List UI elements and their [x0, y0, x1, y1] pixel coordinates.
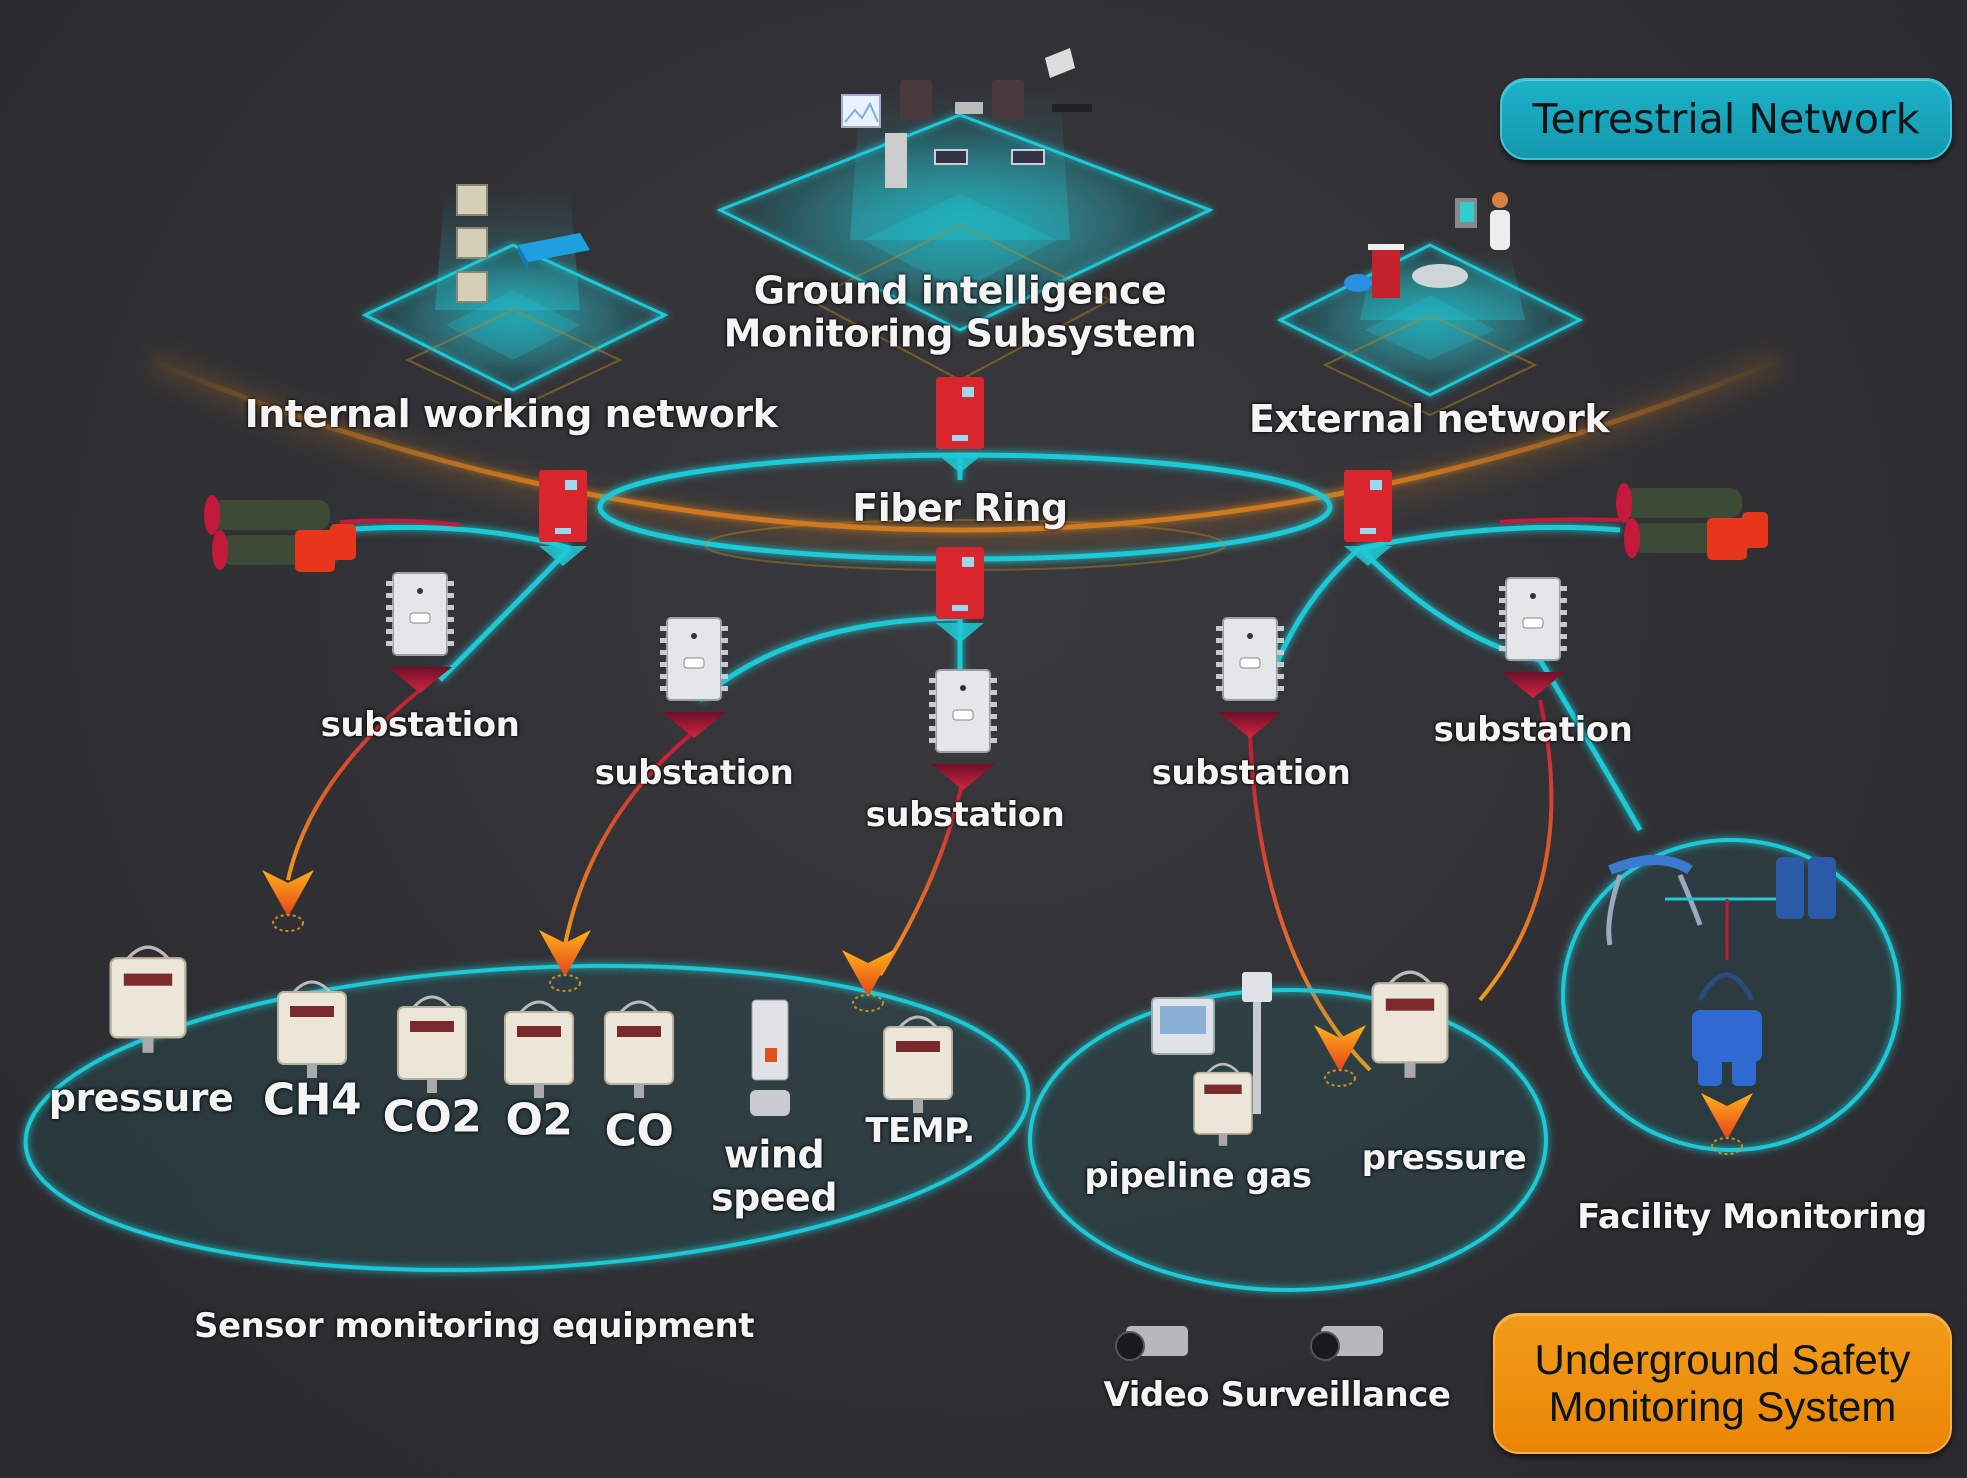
robot-arm-icon	[1606, 855, 1703, 946]
camera-icon	[1115, 1326, 1188, 1361]
substation-label: substation	[1433, 710, 1633, 750]
orange-arrows	[262, 870, 1753, 1155]
sensor-meter-icon	[604, 1000, 674, 1098]
sensor-meter-icon	[397, 995, 467, 1093]
substation-box-icon	[929, 669, 997, 790]
underground-safety-badge: Underground Safety Monitoring System	[1493, 1313, 1952, 1454]
pipeline-gas-sensor-icon	[1151, 972, 1272, 1114]
cloud-icon	[1412, 264, 1468, 288]
sensor-co-label: CO	[604, 1105, 674, 1157]
platform-internal	[361, 190, 669, 412]
wind-speed-sensor-icon	[750, 999, 790, 1116]
pipeline-pressure-label: pressure	[1361, 1138, 1527, 1178]
ground-intelligence-label: Ground intelligence Monitoring Subsystem	[724, 269, 1197, 354]
sensor-meters	[109, 945, 1449, 1146]
ring-controller-icon	[936, 547, 984, 643]
pipeline-ring	[1028, 988, 1548, 1292]
substation-box-icon	[1216, 617, 1284, 738]
underground-label-line1: Underground Safety	[1534, 1336, 1911, 1384]
substation-label: substation	[320, 705, 520, 745]
orange-arc-halo	[143, 346, 1787, 555]
sensor-meter-icon	[504, 1000, 574, 1098]
sensor-o2-label: O2	[505, 1094, 573, 1146]
sensor-meter-icon	[277, 980, 347, 1078]
sensor-meter-icon	[109, 945, 187, 1053]
firewall-icon	[1368, 244, 1404, 298]
ventilation-fan-icon	[1616, 483, 1768, 560]
sensor-meter-icon	[1371, 970, 1449, 1078]
substation-label: substation	[594, 753, 794, 793]
arrow-down-icon	[539, 930, 591, 992]
ground-label-line2: Monitoring Subsystem	[723, 311, 1197, 355]
sensor-meter-icon	[1193, 1062, 1253, 1146]
ground-label-line1: Ground intelligence	[753, 268, 1167, 313]
arrow-down-icon	[1314, 1025, 1366, 1087]
substation-label: substation	[1151, 753, 1351, 793]
internal-network-label: Internal working network	[244, 392, 778, 436]
ring-controller-icon	[1344, 470, 1392, 566]
sensor-wind-speed-label: wind speed	[710, 1132, 838, 1219]
wind-speed-line2: speed	[710, 1175, 838, 1219]
router-icon	[1344, 274, 1372, 292]
sensor-meter-icon	[883, 1015, 953, 1113]
pump-icon	[1692, 972, 1762, 1086]
sensor-pressure-label: pressure	[48, 1076, 234, 1120]
sensor-group-label: Sensor monitoring equipment	[193, 1306, 755, 1346]
substation-boxes	[386, 572, 1567, 790]
ventilation-fan-icon	[204, 495, 356, 572]
external-network-label: External network	[1248, 397, 1610, 441]
ring-controller-icon	[936, 377, 984, 473]
fiber-ring-label: Fiber Ring	[852, 486, 1068, 530]
video-surveillance-label: Video Surveillance	[1103, 1375, 1451, 1415]
underground-label-line2: Monitoring System	[1548, 1382, 1897, 1430]
arrow-down-icon	[842, 950, 894, 1012]
server-cluster-icon	[841, 48, 1092, 188]
terrestrial-network-badge: Terrestrial Network	[1500, 78, 1952, 160]
substation-label: substation	[865, 795, 1065, 835]
arrow-down-icon	[262, 870, 314, 932]
facility-monitoring-label: Facility Monitoring	[1577, 1197, 1927, 1237]
ring-controllers	[539, 377, 1392, 643]
substation-box-icon	[386, 572, 454, 693]
pipeline-gas-label: pipeline gas	[1084, 1156, 1312, 1196]
pump-icon	[1776, 857, 1836, 919]
workstation-icon	[456, 184, 488, 303]
ring-controller-icon	[539, 470, 587, 566]
operator-icon	[1455, 192, 1510, 250]
terrestrial-network-label: Terrestrial Network	[1532, 95, 1920, 143]
wind-speed-line1: wind	[723, 1132, 825, 1177]
substation-box-icon	[660, 617, 728, 738]
red-links	[339, 517, 1621, 527]
camera-icon	[1310, 1326, 1383, 1361]
sensor-ch4-label: CH4	[262, 1074, 362, 1126]
substation-box-icon	[1499, 577, 1567, 698]
arrow-down-icon	[1701, 1093, 1753, 1155]
sensor-co2-label: CO2	[382, 1091, 482, 1143]
facility-ring	[1561, 838, 1901, 1152]
network-switch-icon	[518, 233, 590, 270]
sensor-temp-label: TEMP.	[865, 1111, 975, 1151]
